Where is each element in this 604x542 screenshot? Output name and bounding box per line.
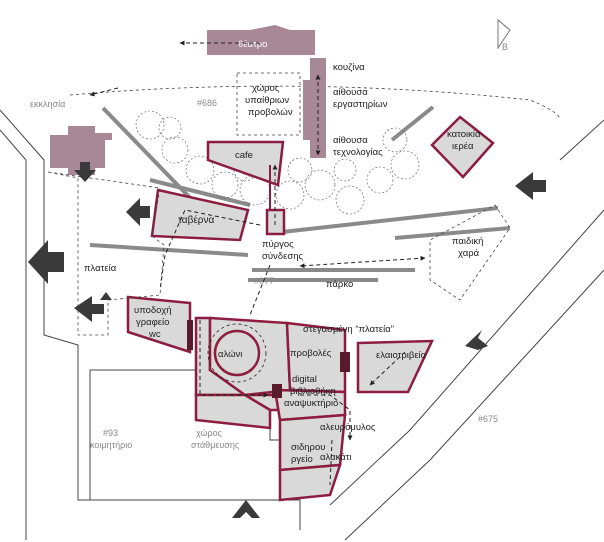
church-building [50, 126, 112, 175]
taverna-label: ταβέρνα [178, 214, 214, 226]
taverna-building [150, 188, 250, 242]
park-label: πάρκο [326, 279, 353, 290]
entry-arrows [28, 162, 546, 518]
cafe-label: cafe [235, 150, 253, 161]
arrow-sw [74, 296, 104, 322]
technology-label-1: αίθουσα [333, 135, 368, 146]
mill-label: αλευρόμυλος [320, 422, 376, 433]
olive-press-label: ελαιοτριβείο [376, 350, 426, 361]
dashed-path-north [69, 85, 561, 119]
north-mark: B [502, 42, 508, 52]
olive-press-building [356, 339, 434, 394]
cemetery-label: κοιμητήριο [90, 440, 132, 450]
walls [89, 105, 511, 282]
workshops-label-1: αίθουσα [333, 87, 368, 98]
road-number: #675 [478, 414, 498, 424]
priest-house-label-1: κατοικία [447, 129, 481, 140]
arrow-south [232, 500, 260, 518]
threshing-floor-label: αλώνι [218, 349, 242, 360]
priest-house-building [430, 115, 495, 179]
reception-label-1: υποδοχή [134, 305, 172, 316]
tower-label-1: πύργος [262, 239, 294, 250]
library-label-1: digital [292, 374, 317, 385]
cemetery-number: #93 [103, 428, 118, 438]
playground-label-2: χαρά [458, 248, 480, 259]
covered-square-label: στεγασμένη “πλατεία” [303, 324, 394, 335]
smithy-label-1: σιδηρου [291, 442, 325, 453]
east-wing-building [310, 58, 326, 158]
cafe-building [206, 140, 285, 187]
library-label-3: αναψυκτήριο [284, 398, 338, 409]
tower-label-2: σύνδεσης [262, 251, 303, 262]
technology-label-2: τεχνολογίας [333, 147, 383, 158]
parking-label-2: στάθμευσης [191, 440, 240, 450]
arrow-sw2 [100, 292, 112, 300]
smithy-building [278, 463, 342, 502]
accents [187, 320, 350, 398]
kitchen-label: κουζίνα [333, 62, 365, 73]
reception-label-3: wc [148, 329, 161, 340]
reception-building [126, 295, 192, 354]
projections-label: προβολές [290, 348, 332, 359]
church-label: εκκλησία [30, 99, 65, 109]
arrow-ne [515, 172, 546, 200]
reception-label-2: γραφείο [136, 317, 169, 328]
svg-text:προβολών: προβολών [248, 107, 293, 118]
arrow-nw [126, 198, 150, 226]
buildings [126, 115, 495, 502]
svg-text:υπαίθριων: υπαίθριων [245, 95, 289, 106]
outdoor-projection-area [236, 72, 301, 136]
library-label-2: βιβλιοθήκη [290, 386, 336, 397]
arrow-west [28, 240, 64, 284]
priest-house-label-2: ιερέα [452, 141, 474, 152]
smithy-label-2: ργείο [291, 454, 313, 465]
arrow-church [74, 162, 96, 182]
theatre-label: θέατρο [238, 39, 267, 50]
playground-label-1: παιδική [452, 236, 483, 247]
dashed-zones [47, 171, 511, 336]
svg-text:χώρος: χώρος [252, 83, 280, 94]
north-arrow-icon [497, 18, 511, 50]
circulation-paths [89, 40, 426, 486]
south-block [194, 393, 272, 430]
threshing-circle [213, 329, 261, 377]
arrow-se [465, 330, 488, 350]
anvil-label: αλακάτι [320, 452, 352, 463]
church-number: #686 [197, 98, 217, 108]
theatre-building [207, 30, 315, 55]
square-label: πλατεία [84, 263, 117, 274]
parking-label-1: χώρος [196, 428, 223, 438]
theatre-wing [250, 25, 290, 30]
workshops-label-2: εργαστηρίων [333, 99, 388, 110]
